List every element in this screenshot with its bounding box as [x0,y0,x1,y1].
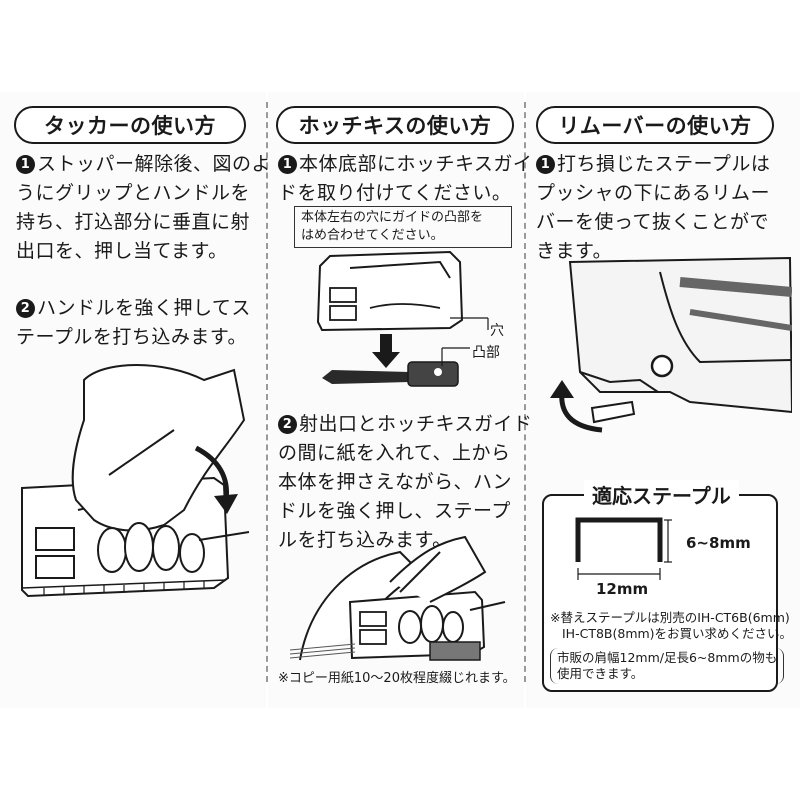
step-number-badge: 1 [16,155,35,174]
step-line: 出口を、押し当てます。 [16,240,228,262]
divider-right [524,102,526,682]
replacement-staple-note: ※替えステープルは別売のIH-CT6B(6mm) IH-CT8B(8mm)をお買… [550,610,792,642]
step-line: 持ち、打込部分に垂直に射 [16,211,251,233]
note-line: 本体左右の穴にガイドの凸部を [301,210,484,225]
note-line: 市販の肩幅12mm/足長6~8mmの物も [557,650,778,665]
step-line: の間に紙を入れて、上から [278,442,511,464]
tacker-usage-heading: タッカーの使い方 [14,106,246,144]
hole-label: 穴 [490,323,504,339]
remover-usage-heading: リムーバーの使い方 [536,106,774,144]
note-line: 使用できます。 [557,666,644,681]
staple-width-label: 12mm [596,580,649,598]
step-number-badge: 1 [536,155,555,174]
step-line: ドを取り付けてください。 [278,182,512,204]
staple-height-label: 6~8mm [686,534,751,552]
step-line: ストッパー解除後、図のよ [37,153,272,175]
step-number-badge: 2 [278,415,297,434]
step-line: 本体底部にホッチキスガイ [299,153,533,175]
step-line: ルを打ち込みます。 [278,529,452,551]
note-line: はめ合わせてください。 [301,228,444,243]
paper-capacity-footnote: ※コピー用紙10〜20枚程度綴じれます。 [278,671,516,686]
step-line: バーを使って抜くことがで [536,211,770,233]
step-line: ハンドルを強く押してス [37,297,251,319]
step-line: 本体を押さえながら、ハン [278,471,513,493]
stapler-press-illustration [290,535,506,661]
step-line: 打ち損じたステープルは [557,153,771,175]
step-line: 射出口とホッチキスガイド [299,413,533,435]
bump-label: 凸部 [472,345,500,361]
stapler-guide-illustration [316,250,489,387]
note-line: ※替えステープルは別売のIH-CT6B(6mm) [550,610,790,625]
step-number-badge: 1 [278,155,297,174]
remover-illustration [550,256,792,433]
compatible-staples-title: 適応ステープル [584,480,739,509]
staple-dimension-diagram [575,517,672,580]
note-line: IH-CT8B(8mm)をお買い求めください。 [562,626,793,641]
step-line: ドルを強く押し、ステープ [278,500,511,522]
guide-fitting-note: 本体左右の穴にガイドの凸部を はめ合わせてください。 [294,206,512,248]
stapler-usage-heading: ホッチキスの使い方 [276,106,514,144]
step-line: プッシャの下にあるリムー [536,182,771,204]
step-line: テープルを打ち込みます。 [16,326,247,348]
commercial-staples-note: 市販の肩幅12mm/足長6~8mmの物も 使用できます。 [550,648,785,684]
step-number-badge: 2 [16,299,35,318]
step-line: うにグリップとハンドルを [16,182,251,204]
tacker-illustration [21,364,250,598]
divider-left [266,102,268,682]
step-line: きます。 [536,240,613,262]
